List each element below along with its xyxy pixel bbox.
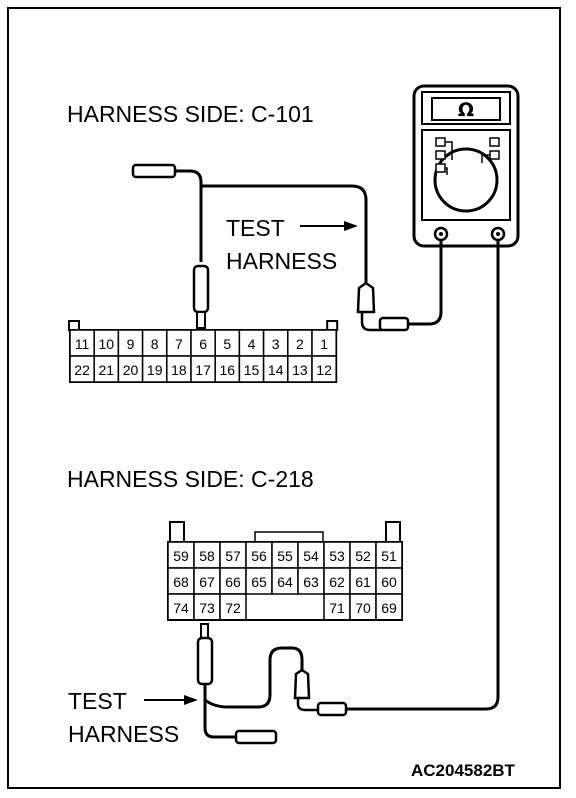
c101-pin-16: 16 bbox=[220, 362, 236, 378]
c218-pin-56: 56 bbox=[251, 548, 267, 564]
c101-pin-r1-cell-9 bbox=[117, 329, 144, 357]
c218-pin-54: 54 bbox=[303, 548, 319, 564]
c101-pin-r1-cell-8 bbox=[141, 329, 168, 357]
c218-pin-52: 52 bbox=[355, 548, 371, 564]
c218-pin-cell-54 bbox=[297, 541, 325, 569]
c101-pin-r1-cell-1 bbox=[311, 329, 337, 357]
c101-pin-7: 7 bbox=[175, 336, 183, 352]
c101-pin-4: 4 bbox=[248, 336, 256, 352]
c218-pin-66: 66 bbox=[225, 574, 241, 590]
c101-pin-11: 11 bbox=[75, 336, 90, 352]
test-harness-lower bbox=[196, 240, 500, 745]
meter-dial bbox=[433, 147, 499, 213]
c218-pin-53: 53 bbox=[329, 548, 345, 564]
c101-title: HARNESS SIDE: C-101 bbox=[67, 101, 314, 127]
c101-pin-2: 2 bbox=[296, 336, 304, 352]
figure-frame bbox=[7, 7, 561, 789]
test-harness-label-1-line2: HARNESS bbox=[226, 248, 338, 274]
test-harness-label-1-line1: TEST bbox=[226, 215, 285, 241]
c218-pin-59: 59 bbox=[173, 548, 189, 564]
c218-pin-70: 70 bbox=[355, 600, 371, 616]
c218-pin-63: 63 bbox=[303, 574, 319, 590]
c218-pin-72: 72 bbox=[225, 600, 241, 616]
c218-pin-cell-67 bbox=[193, 567, 221, 595]
c101-pin-17: 17 bbox=[195, 362, 211, 378]
c101-pin-22: 22 bbox=[74, 362, 90, 378]
c101-pin-r2-cell-18 bbox=[166, 355, 192, 383]
c218-pin-55: 55 bbox=[277, 548, 293, 564]
c218-pin-74: 74 bbox=[173, 600, 189, 616]
c218-pin-62: 62 bbox=[329, 574, 345, 590]
c101-pin-r2-cell-20 bbox=[117, 355, 144, 383]
c101-pin-18: 18 bbox=[171, 362, 187, 378]
c101-pin-13: 13 bbox=[292, 362, 308, 378]
c218-pin-cell-64 bbox=[271, 567, 299, 595]
c101-pin-r1-cell-2 bbox=[287, 329, 313, 357]
c101-pin-3: 3 bbox=[272, 336, 280, 352]
c101-pin-19: 19 bbox=[147, 362, 163, 378]
test-harness-label-2-line1: TEST bbox=[68, 688, 127, 714]
c101-pin-9: 9 bbox=[127, 336, 135, 352]
c101-pin-6: 6 bbox=[199, 336, 207, 352]
test-harness-label-2-line2: HARNESS bbox=[68, 721, 180, 747]
c218-pin-68: 68 bbox=[173, 574, 189, 590]
c218-pin-73: 73 bbox=[199, 600, 215, 616]
c218-pin-cell-58 bbox=[193, 541, 221, 569]
c101-pin-14: 14 bbox=[268, 362, 284, 378]
multimeter: Ω bbox=[412, 84, 520, 248]
c218-pin-71: 71 bbox=[329, 600, 345, 616]
c218-pin-61: 61 bbox=[355, 574, 371, 590]
ohm-symbol: Ω bbox=[458, 99, 474, 121]
c101-pin-21: 21 bbox=[99, 362, 115, 378]
connector-c218: 59 58 57 56 55 54 53 52 51 68 67 66 65 64 63 62 61 60 74 73… bbox=[167, 521, 403, 621]
c101-pin-r2-cell-14 bbox=[262, 355, 289, 383]
c218-pin-cell-68 bbox=[167, 567, 195, 595]
c218-title: HARNESS SIDE: C-218 bbox=[67, 466, 314, 492]
c218-pin-69: 69 bbox=[381, 600, 397, 616]
c101-pin-r1-cell-10 bbox=[93, 329, 120, 357]
c218-pin-57: 57 bbox=[225, 548, 241, 564]
figure-code: AC204582BT bbox=[411, 761, 515, 780]
c218-pin-64: 64 bbox=[277, 574, 293, 590]
c101-pin-20: 20 bbox=[123, 362, 139, 378]
c218-pin-cell-71 bbox=[323, 593, 351, 621]
c101-pin-5: 5 bbox=[223, 336, 231, 352]
c218-pin-67: 67 bbox=[199, 574, 215, 590]
c101-pin-r2-cell-12 bbox=[311, 355, 337, 383]
c218-pin-60: 60 bbox=[381, 574, 397, 590]
c101-pin-r2-cell-13 bbox=[287, 355, 313, 383]
c218-pin-51: 51 bbox=[381, 548, 397, 564]
c101-pin-r2-cell-16 bbox=[214, 355, 241, 383]
c101-pin-15: 15 bbox=[244, 362, 260, 378]
c101-pin-r1-cell-6 bbox=[190, 329, 216, 357]
c218-pin-cell-51 bbox=[375, 541, 403, 569]
c101-pin-8: 8 bbox=[151, 336, 159, 352]
c101-pin-r2-cell-15 bbox=[238, 355, 265, 383]
c101-pin-r2-cell-17 bbox=[190, 355, 216, 383]
c218-pin-cell-61 bbox=[349, 567, 377, 595]
c101-pin-r1-cell-11 bbox=[69, 329, 95, 357]
c101-pin-12: 12 bbox=[316, 362, 332, 378]
c101-pin-1: 1 bbox=[320, 336, 328, 352]
c218-pin-58: 58 bbox=[199, 548, 215, 564]
test-harness-upper bbox=[131, 163, 443, 332]
c218-pin-65: 65 bbox=[251, 574, 267, 590]
c101-pin-10: 10 bbox=[99, 336, 115, 352]
